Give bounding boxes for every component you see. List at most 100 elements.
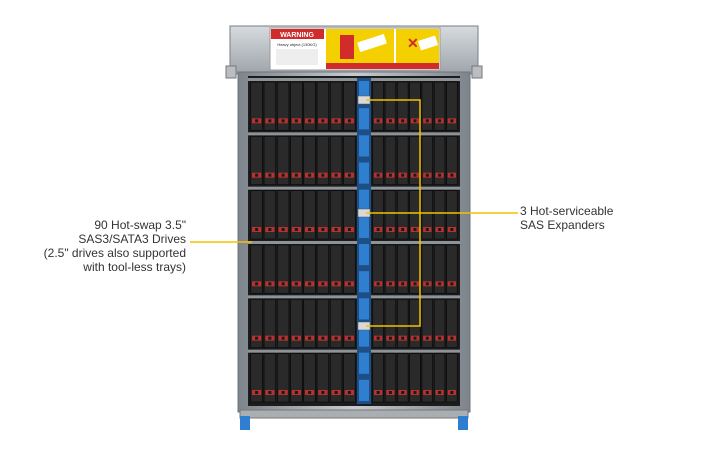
drive-bay	[433, 244, 446, 294]
drive-led	[388, 119, 392, 123]
drive-bay	[290, 136, 303, 185]
drive-led	[401, 119, 405, 123]
drive-bay	[397, 136, 409, 185]
drive-bay	[397, 81, 409, 131]
drive-led	[401, 391, 405, 394]
expander-rail	[357, 78, 371, 404]
left-ear-handle	[225, 65, 237, 79]
drive-bay	[290, 81, 303, 131]
drive-bay	[316, 136, 329, 185]
prohibited-x-icon: ✕	[407, 35, 419, 51]
drive-bay	[384, 190, 397, 240]
drive-led	[376, 173, 380, 177]
row-divider	[248, 132, 460, 136]
drive-led	[388, 336, 392, 340]
drive-led	[401, 282, 405, 286]
drive-bay	[446, 136, 458, 185]
drive-bay	[384, 353, 397, 403]
drive-led	[450, 119, 454, 123]
drive-led	[294, 228, 298, 231]
drive-bay	[330, 136, 343, 185]
lift-pictogram-person-icon	[340, 35, 354, 59]
drive-led	[255, 119, 259, 123]
drive-led	[255, 336, 259, 340]
drive-led	[268, 336, 272, 340]
drive-bay	[397, 353, 409, 403]
drive-bay	[372, 81, 384, 131]
drive-led	[376, 391, 380, 394]
drive-bay	[330, 299, 343, 348]
lift-pictogram-server-icon	[357, 33, 387, 53]
drive-bay	[343, 299, 356, 348]
drive-bay	[343, 81, 356, 131]
drive-led	[321, 119, 325, 123]
drive-bay	[290, 190, 303, 240]
expander-rail-segment	[359, 298, 369, 320]
drive-bay	[343, 353, 356, 403]
row-divider	[248, 295, 460, 299]
expanders-callout: 3 Hot-serviceable SAS Expanders	[520, 204, 660, 232]
drive-led	[376, 119, 380, 123]
drive-led	[321, 228, 325, 231]
drive-bay	[277, 81, 290, 131]
drive-led	[281, 336, 285, 340]
expander-rail-segment	[359, 108, 369, 130]
drive-led	[450, 282, 454, 286]
warning-header	[271, 29, 324, 39]
drive-led	[450, 228, 454, 231]
drive-bay	[446, 81, 458, 131]
drive-led	[334, 173, 338, 177]
drive-led	[255, 391, 259, 394]
drive-led	[425, 173, 429, 177]
drive-led	[294, 173, 298, 177]
right-foot-tab	[458, 416, 468, 430]
drive-led	[438, 282, 442, 286]
drive-led	[413, 173, 417, 177]
expander-rail-segment	[359, 216, 369, 238]
drive-bay	[277, 136, 290, 185]
drive-led	[281, 173, 285, 177]
drive-bay	[263, 299, 276, 348]
drive-bay	[397, 190, 409, 240]
drive-bay	[263, 353, 276, 403]
drive-led	[450, 336, 454, 340]
drive-bay	[446, 353, 458, 403]
drive-bay	[303, 81, 316, 131]
drives-callout-line-3: (2.5" drives also supported	[43, 246, 186, 260]
drive-led	[438, 391, 442, 394]
drive-led	[268, 119, 272, 123]
drive-led	[308, 391, 312, 394]
drive-led	[388, 173, 392, 177]
no-handle-server-icon	[417, 35, 439, 51]
drive-bay	[433, 136, 446, 185]
drive-bay	[303, 244, 316, 294]
drive-bay	[384, 299, 397, 348]
drive-led	[401, 336, 405, 340]
drive-bay	[421, 353, 433, 403]
drive-bay	[303, 299, 316, 348]
drives-callout-line-1: 90 Hot-swap 3.5"	[94, 218, 186, 232]
drive-bay	[250, 353, 263, 403]
drive-led	[321, 391, 325, 394]
drive-led	[413, 228, 417, 231]
drive-bay	[330, 81, 343, 131]
right-ear-handle	[471, 65, 483, 79]
drive-led	[413, 119, 417, 123]
drive-bay	[316, 81, 329, 131]
drive-bay	[384, 136, 397, 185]
drive-bay	[290, 299, 303, 348]
drive-led	[281, 282, 285, 286]
drive-bay	[397, 244, 409, 294]
drive-led	[294, 391, 298, 394]
drive-led	[347, 336, 351, 340]
drive-led	[268, 282, 272, 286]
drive-bay	[250, 136, 263, 185]
drive-led	[401, 173, 405, 177]
drive-bay	[384, 244, 397, 294]
drives-callout-line-2: SAS3/SATA3 Drives	[78, 232, 186, 246]
drive-bay	[263, 136, 276, 185]
drive-rows	[248, 78, 460, 403]
drive-bay	[316, 190, 329, 240]
drive-led	[268, 391, 272, 394]
drive-led	[438, 119, 442, 123]
